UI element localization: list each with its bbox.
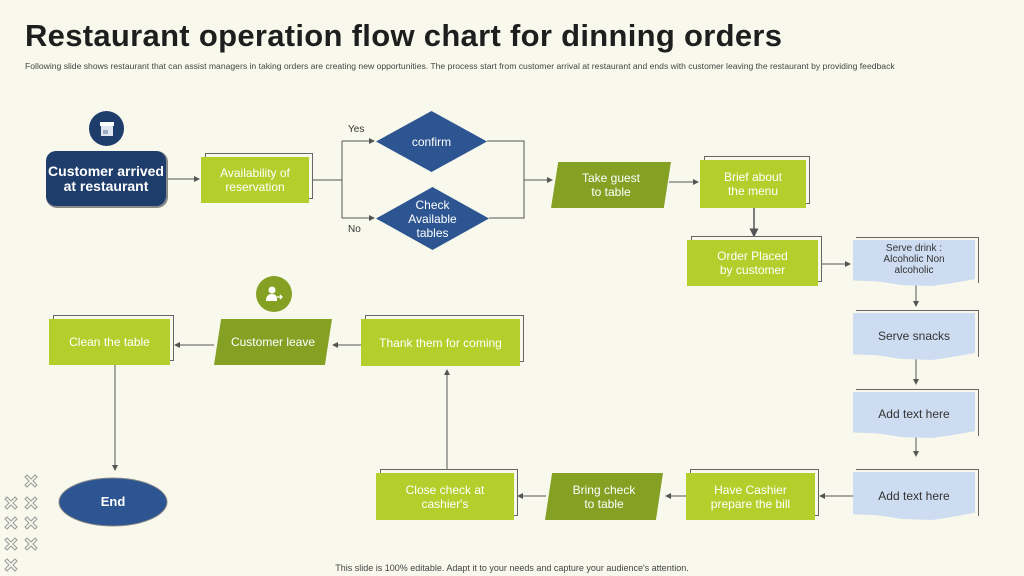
customer-leave-node: Customer leave — [214, 319, 332, 365]
end-ellipse — [58, 477, 168, 527]
cross-decoration — [24, 496, 38, 510]
cross-decoration — [4, 558, 18, 572]
page-title: Restaurant operation flow chart for dinn… — [25, 18, 783, 53]
cross-decoration — [4, 516, 18, 530]
add-text-node-1: Add text here — [853, 392, 975, 438]
yes-label: Yes — [348, 124, 365, 135]
doc-shadow — [856, 310, 979, 357]
add-text-node-2: Add text here — [853, 472, 975, 520]
cross-decoration — [24, 537, 38, 551]
user-exit-icon — [256, 276, 292, 312]
doc-shadow — [856, 389, 979, 436]
close-check-node: Close check at cashier's — [376, 473, 514, 520]
serve-snacks-node: Serve snacks — [853, 313, 975, 360]
footer-note: This slide is 100% editable. Adapt it to… — [335, 563, 689, 573]
cross-decoration — [4, 496, 18, 510]
cashier-bill-node: Have Cashier prepare the bill — [686, 473, 815, 520]
cross-pattern-decoration — [4, 474, 38, 572]
clean-table-node: Clean the table — [49, 319, 170, 365]
store-icon — [89, 111, 124, 146]
cross-decoration — [24, 516, 38, 530]
start-node: Customer arrived at restaurant — [46, 151, 166, 206]
cross-decoration — [24, 474, 38, 488]
take-guest-node: Take guest to table — [551, 162, 671, 208]
thank-node: Thank them for coming — [361, 319, 520, 366]
page-subtitle: Following slide shows restaurant that ca… — [25, 61, 895, 71]
doc-shadow — [856, 237, 979, 283]
doc-shadow — [856, 469, 979, 516]
availability-node: Availability of reservation — [201, 157, 309, 203]
no-label: No — [348, 224, 361, 235]
line — [487, 140, 525, 219]
cross-decoration — [4, 537, 18, 551]
brief-menu-node: Brief about the menu — [700, 160, 806, 208]
bring-check-node: Bring check to table — [545, 473, 663, 520]
end-node: End — [100, 494, 126, 509]
serve-drink-node: Serve drink : Alcoholic Non alcoholic — [853, 240, 975, 286]
order-placed-node: Order Placed by customer — [687, 240, 818, 286]
